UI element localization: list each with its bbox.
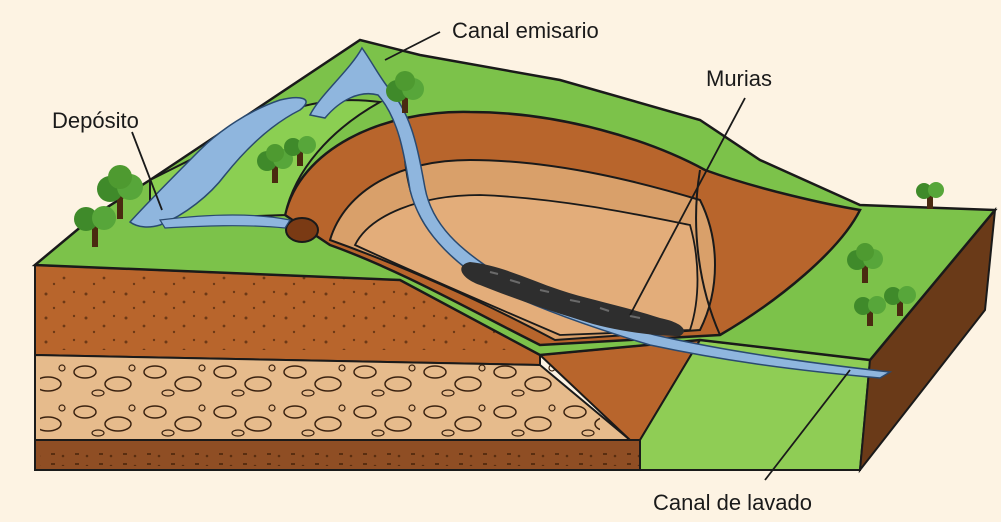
tunnel-opening <box>286 218 318 242</box>
pebble-texture <box>40 362 600 437</box>
label-murias: Murias <box>706 66 772 91</box>
tree-icon <box>916 182 944 209</box>
label-canal-emisario: Canal emisario <box>452 18 599 43</box>
label-deposito: Depósito <box>52 108 139 133</box>
label-canal-lavado: Canal de lavado <box>653 490 812 515</box>
